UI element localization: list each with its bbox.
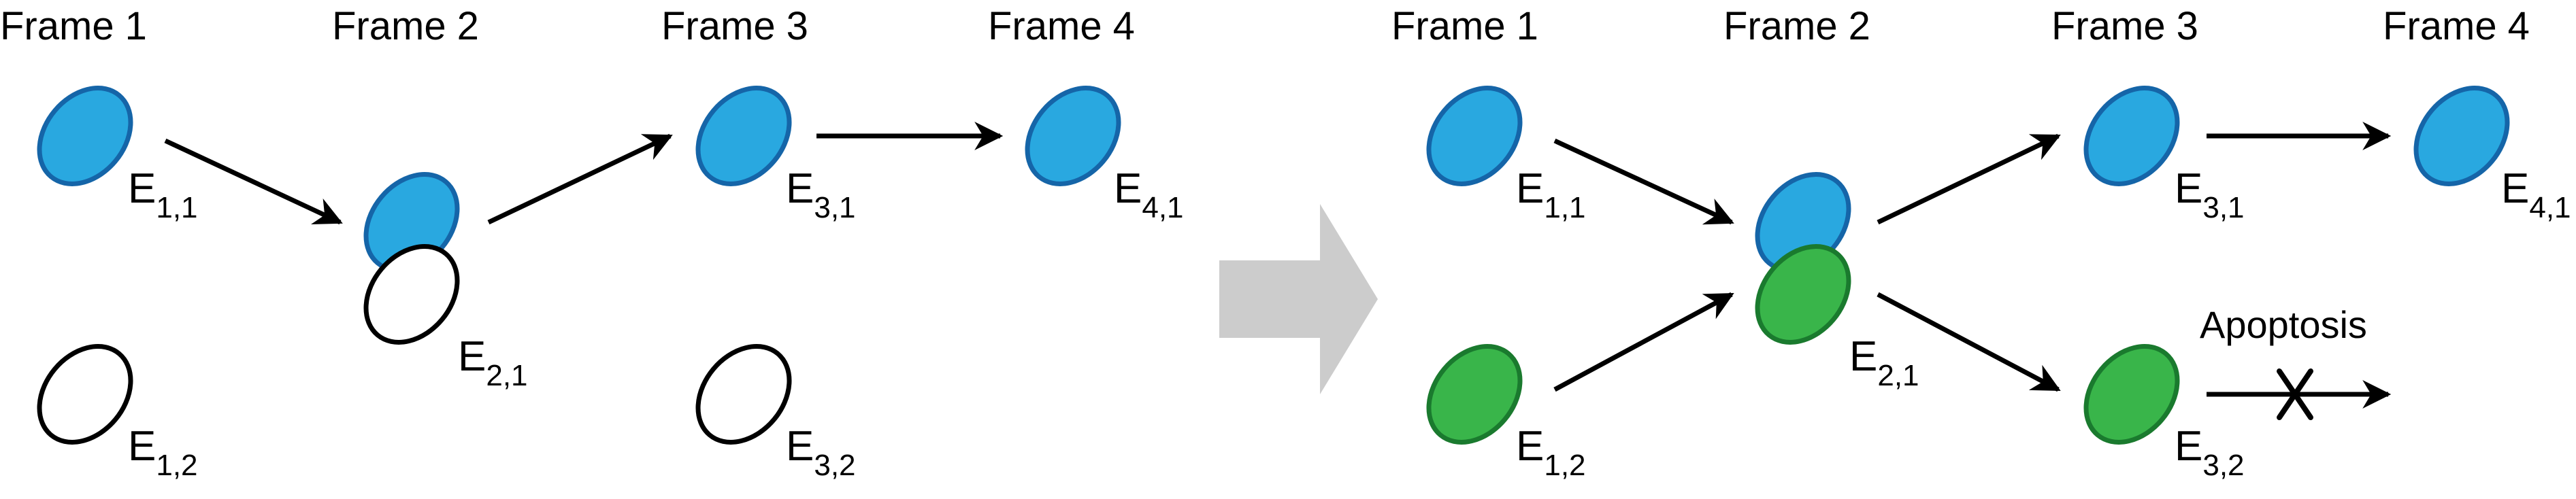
left-cell-e12 [37, 344, 133, 445]
right-arrow-e21-to-e32 [1877, 292, 2061, 392]
apoptosis-label: Apoptosis [2200, 303, 2367, 346]
right-cell-e31 [2083, 86, 2180, 186]
left-frame-1-label: Frame 1 [0, 4, 147, 48]
left-label-e11: E1,1 [128, 165, 198, 224]
left-label-e12: E1,2 [128, 423, 198, 482]
right-arrow-e11-to-e21 [1553, 138, 1734, 225]
left-frame-2-label: Frame 2 [332, 4, 479, 48]
left-arrow-e21-to-e31 [487, 133, 673, 225]
right-label-e21: E2,1 [1849, 333, 1919, 392]
right-cell-e11 [1426, 86, 1523, 186]
right-arrow-e12-to-e21 [1553, 292, 1734, 392]
right-frame-3-label: Frame 3 [2051, 4, 2198, 48]
right-cell-e41 [2413, 86, 2510, 186]
left-label-e41: E4,1 [1114, 165, 1184, 224]
apoptosis-cross-icon [2277, 368, 2313, 420]
left-cell-e32 [695, 344, 792, 445]
left-panel: Frame 1 Frame 2 Frame 3 Frame 4 E1,1 E1,… [0, 4, 1184, 482]
right-frame-4-label: Frame 4 [2383, 4, 2530, 48]
right-cell-e21-green [1755, 244, 1851, 345]
left-arrow-e11-to-e21 [164, 138, 343, 225]
left-frame-3-label: Frame 3 [661, 4, 808, 48]
transition-arrow [1219, 204, 1378, 394]
right-label-e32: E3,2 [2175, 423, 2245, 482]
left-label-e21: E2,1 [458, 333, 528, 392]
right-arrow-e21-to-e31 [1877, 133, 2061, 225]
left-label-e32: E3,2 [786, 423, 856, 482]
left-cell-e41 [1025, 86, 1121, 186]
right-label-e12: E1,2 [1516, 423, 1586, 482]
left-label-e31: E3,1 [786, 165, 856, 224]
right-panel: Frame 1 Frame 2 Frame 3 Frame 4 Apoptosi… [1391, 4, 2571, 482]
left-cell-e21-outline [363, 244, 460, 345]
right-label-e41: E4,1 [2501, 165, 2571, 224]
left-cell-e11 [37, 86, 133, 186]
right-cell-e12 [1426, 344, 1523, 445]
right-frame-1-label: Frame 1 [1391, 4, 1538, 48]
left-frame-4-label: Frame 4 [988, 4, 1135, 48]
right-cell-e32 [2083, 344, 2180, 445]
right-label-e11: E1,1 [1516, 165, 1586, 224]
left-cell-e31 [695, 86, 792, 186]
right-frame-2-label: Frame 2 [1723, 4, 1870, 48]
right-label-e31: E3,1 [2175, 165, 2245, 224]
